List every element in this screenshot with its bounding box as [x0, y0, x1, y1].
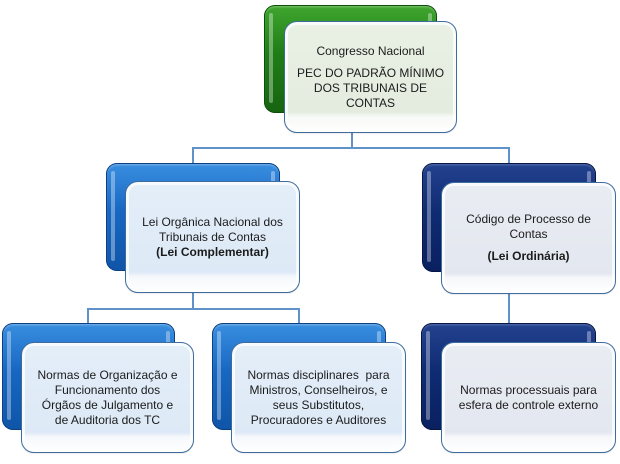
connector-lei-organica-down [192, 292, 194, 309]
normas-organizacao-line: Órgãos de Julgamento e [41, 397, 174, 412]
normas-organizacao-line: Funcionamento dos [54, 382, 161, 397]
connector-to-lei-organica [192, 147, 194, 164]
connector-to-codigo-processo [508, 147, 510, 164]
codigo-processo-line: Código de Processo de [466, 212, 591, 226]
normas-organizacao-line: de Auditoria dos TC [54, 412, 161, 427]
connector-congresso-down [351, 132, 353, 149]
congresso-line: DOS TRIBUNAIS DE [313, 80, 428, 95]
congresso-line: CONTAS [345, 95, 396, 110]
lei-organica-node[interactable]: Lei Orgânica Nacional dos Tribunais de C… [125, 181, 300, 293]
connector-level2-horizontal [87, 308, 300, 310]
normas-disciplinares-line: Ministros, Conselheiros, e [249, 382, 388, 397]
codigo-processo-node[interactable]: Código de Processo de Contas (Lei Ordiná… [441, 182, 616, 294]
congresso-node[interactable]: Congresso Nacional PEC DO PADRÃO MÍNIMO … [284, 21, 457, 133]
normas-processuais-line: Normas processuais para [460, 382, 597, 397]
lei-organica-type-label: (Lei Complementar) [156, 244, 269, 259]
lei-organica-line: Lei Orgânica Nacional dos [142, 214, 283, 229]
normas-processuais-node[interactable]: Normas processuais para esfera de contro… [441, 342, 616, 453]
normas-disciplinares-node[interactable]: Normas disciplinares para Ministros, Con… [231, 342, 406, 453]
codigo-processo-type-label: (Lei Ordinária) [487, 249, 570, 263]
normas-disciplinares-line: Procuradores e Auditores [250, 412, 387, 427]
codigo-processo-line: Contas [509, 227, 548, 241]
congresso-line: PEC DO PADRÃO MÍNIMO [296, 65, 445, 80]
congresso-title: Congresso Nacional [316, 43, 425, 58]
normas-disciplinares-line: seus Substitutos, [272, 397, 365, 412]
connector-level1-horizontal [192, 147, 510, 149]
normas-disciplinares-line: Normas disciplinares para [247, 367, 390, 382]
normas-organizacao-node[interactable]: Normas de Organização e Funcionamento do… [21, 342, 194, 453]
lei-organica-line: Tribunais de Contas [159, 229, 266, 244]
connector-to-normas-organizacao [87, 308, 89, 324]
normas-organizacao-line: Normas de Organização e [37, 367, 178, 382]
connector-codigo-to-normas-processuais [508, 293, 510, 324]
connector-to-normas-disciplinares [298, 308, 300, 324]
normas-processuais-line: esfera de controle externo [458, 397, 599, 412]
